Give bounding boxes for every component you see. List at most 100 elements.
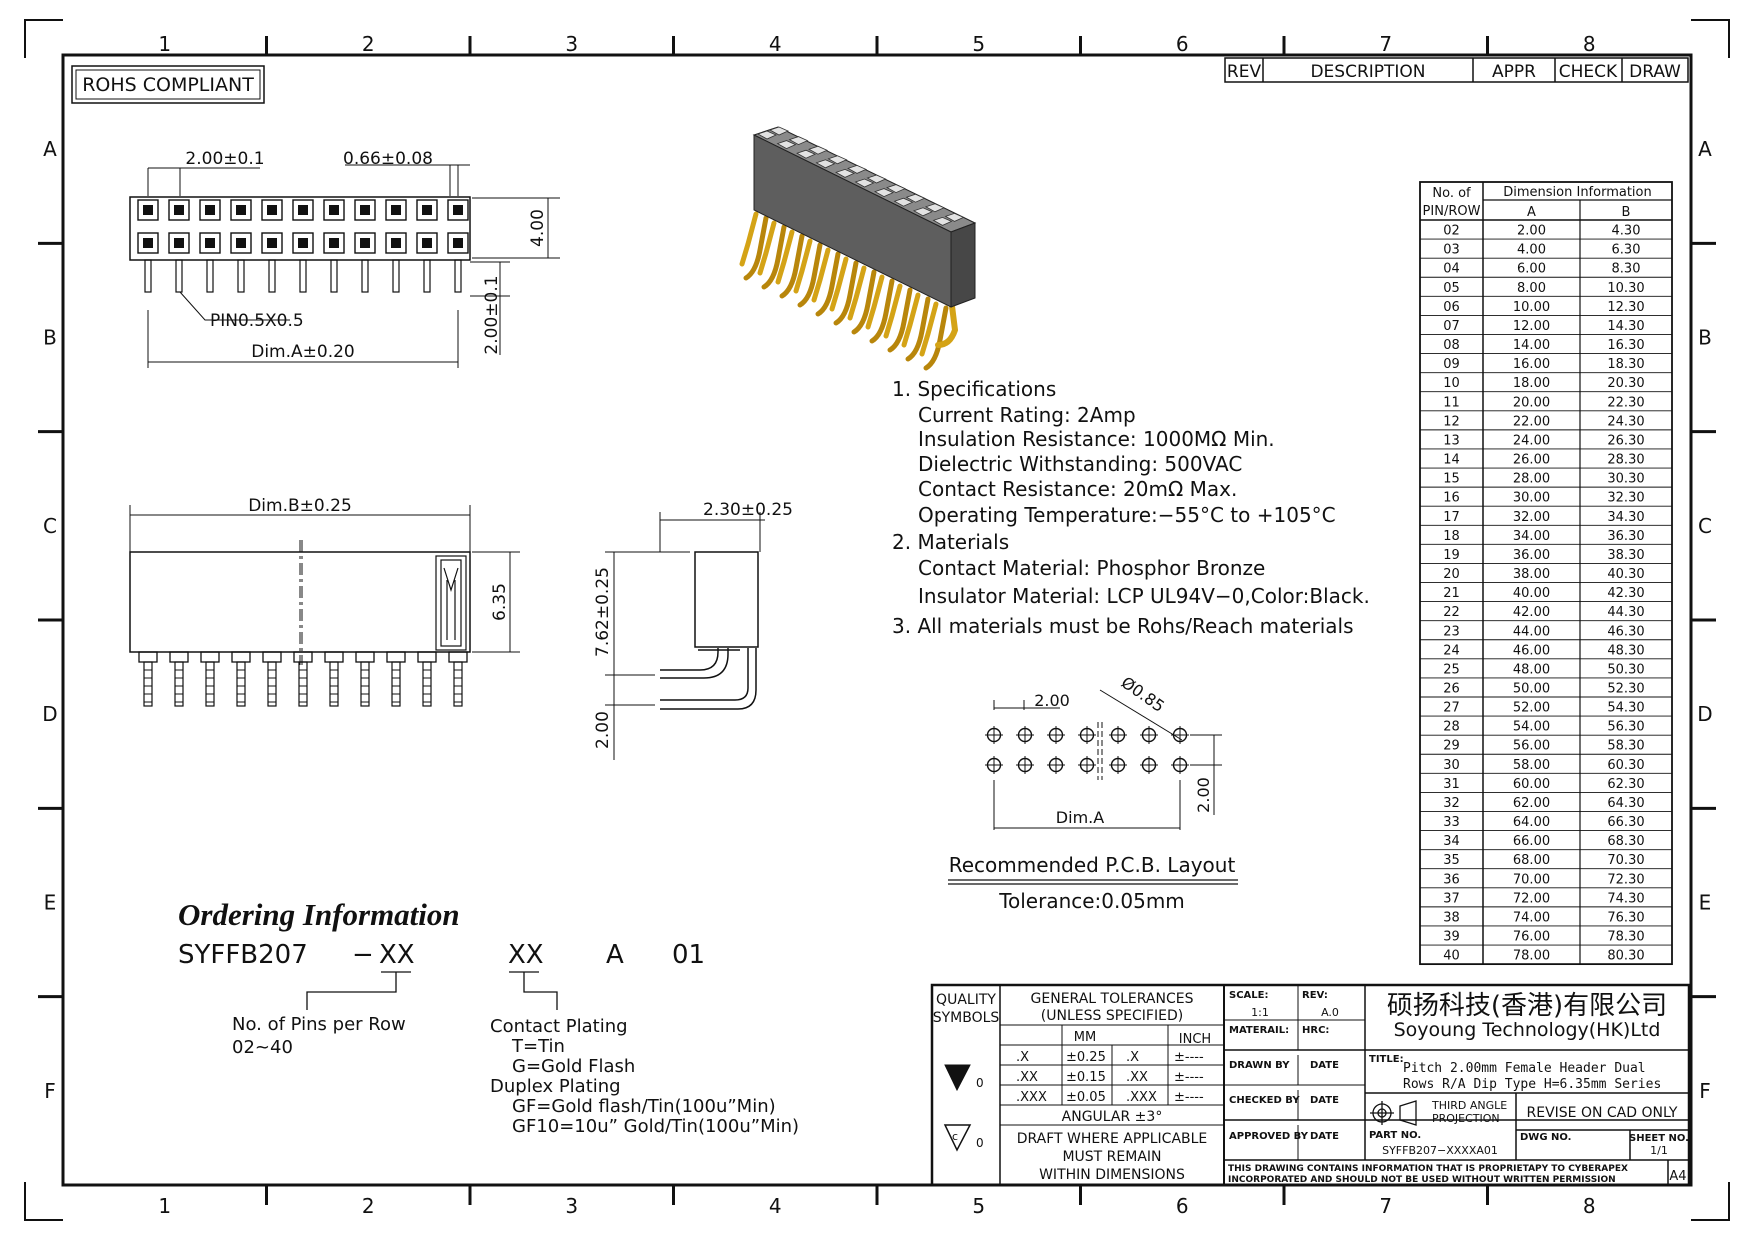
front-pin-collar — [417, 651, 437, 663]
table-cell-pins: 20 — [1443, 567, 1460, 582]
table-cell-b: 20.30 — [1607, 376, 1644, 391]
sheet-no-label: SHEET NO. — [1629, 1133, 1689, 1144]
table-cell-b: 28.30 — [1607, 453, 1644, 468]
surface-symbol-value-2: 0 — [976, 1136, 984, 1150]
pin-tail — [454, 259, 462, 293]
table-cell-a: 6.00 — [1517, 262, 1546, 277]
table-cell-b: 54.30 — [1607, 701, 1644, 716]
tolerance-cell: ±0.15 — [1066, 1070, 1106, 1085]
housing-hole — [905, 193, 926, 203]
gold-pin-rear — [905, 296, 931, 362]
tolerance-cell: ±0.05 — [1066, 1090, 1106, 1105]
contact-square — [385, 199, 407, 221]
table-cell-a: 2.00 — [1517, 224, 1546, 239]
title-block — [930, 983, 1691, 1187]
pcb-hole-label: Ø0.85 — [1118, 673, 1168, 716]
contact-square-core — [267, 205, 277, 215]
table-cell-pins: 17 — [1443, 510, 1460, 525]
zone-column-label: 5 — [972, 1194, 985, 1218]
zone-column-label: 8 — [1583, 1194, 1596, 1218]
tolerance-cell: .XXX — [1016, 1090, 1047, 1105]
table-cell-a: 22.00 — [1513, 414, 1550, 429]
zone-column-label: 3 — [565, 1194, 578, 1218]
table-cell-pins: 07 — [1443, 319, 1460, 334]
table-cell-b: 40.30 — [1607, 567, 1644, 582]
table-cell-pins: 23 — [1443, 624, 1460, 639]
corner-marks — [24, 19, 1730, 1221]
zone-row-label: A — [1698, 137, 1712, 161]
inch-header: INCH — [1179, 1032, 1211, 1047]
scale-label: SCALE: — [1229, 990, 1268, 1001]
table-cell-a: 4.00 — [1517, 243, 1546, 258]
rough-surface-icon — [943, 1124, 972, 1152]
table-cell-b: 8.30 — [1612, 262, 1641, 277]
gold-pins — [739, 211, 959, 371]
housing-hole — [808, 145, 828, 155]
housing-hole — [847, 164, 867, 174]
appr-header: APPR — [1492, 62, 1536, 82]
contact-square — [137, 199, 159, 221]
spec-line: Contact Resistance: 20mΩ Max. — [918, 477, 1237, 501]
zone-column-label: 4 — [769, 32, 782, 56]
scale-value: 1:1 — [1251, 1006, 1269, 1019]
table-cell-a: 10.00 — [1513, 300, 1550, 315]
contact-square-core — [205, 205, 215, 215]
table-cell-a: 48.00 — [1513, 662, 1550, 677]
table-cell-b: 36.30 — [1607, 529, 1644, 544]
table-cell-pins: 15 — [1443, 472, 1460, 487]
gold-pin — [847, 265, 867, 321]
front-view: Dim.B±0.25 6.35 — [129, 496, 520, 707]
housing-hole — [776, 140, 797, 150]
pin-tail — [144, 259, 152, 293]
gold-pin-rear — [887, 287, 913, 353]
front-pin — [453, 661, 463, 707]
spec-line: 2. Materials — [892, 530, 1009, 554]
table-cell-b: 12.30 — [1607, 300, 1644, 315]
table-cell-b: 56.30 — [1607, 720, 1644, 735]
table-cell-b: 70.30 — [1607, 853, 1644, 868]
tolerance-cell: ±0.25 — [1066, 1050, 1106, 1065]
table-cell-a: 40.00 — [1513, 586, 1550, 601]
table-cell-pins: 30 — [1443, 758, 1460, 773]
notice-line-2: INCORPORATED AND SHOULD NOT BE USED WITH… — [1228, 1175, 1616, 1185]
table-cell-a: 26.00 — [1513, 453, 1550, 468]
check-header: CHECK — [1559, 62, 1618, 82]
table-cell-a: 38.00 — [1513, 567, 1550, 582]
front-view-pins — [138, 651, 468, 707]
table-cell-b: 58.30 — [1607, 739, 1644, 754]
draft-line-3: WITHIN DIMENSIONS — [1039, 1167, 1185, 1183]
isometric-view — [739, 126, 977, 371]
contact-square-core — [143, 205, 153, 215]
tolerance-rows: .X±0.25.X±----.XX±0.15.XX±----.XXX±0.05.… — [1016, 1050, 1204, 1105]
table-header-pins: No. of — [1432, 186, 1471, 201]
contact-square — [199, 232, 221, 254]
gold-pin — [739, 211, 759, 267]
contact-square — [447, 199, 469, 221]
contact-square-core — [298, 205, 308, 215]
contact-square-core — [143, 238, 153, 248]
housing-hole — [835, 168, 855, 178]
table-cell-pins: 02 — [1443, 224, 1460, 239]
contact-square-core — [298, 238, 308, 248]
table-cell-pins: 31 — [1443, 777, 1460, 792]
rohs-label: ROHS COMPLIANT — [82, 74, 254, 96]
title-line-2: Rows R/A Dip Type H=6.35mm Series — [1403, 1077, 1661, 1092]
symbols-label: SYMBOLS — [933, 1010, 1000, 1026]
zone-row-label: D — [42, 702, 57, 726]
table-cell-b: 30.30 — [1607, 472, 1644, 487]
table-cell-pins: 27 — [1443, 701, 1460, 716]
table-frame — [1419, 181, 1673, 966]
company-name-cn: 硕扬科技(香港)有限公司 — [1387, 991, 1667, 1021]
revision-block — [1224, 57, 1689, 83]
contact-square-core — [391, 238, 401, 248]
revise-on-cad-only: REVISE ON CAD ONLY — [1527, 1105, 1678, 1121]
title-label: TITLE: — [1369, 1054, 1404, 1065]
table-cell-a: 58.00 — [1513, 758, 1550, 773]
table-cell-pins: 25 — [1443, 662, 1460, 677]
table-cell-b: 46.30 — [1607, 624, 1644, 639]
zone-column-label: 3 — [565, 32, 578, 56]
zone-row-label: B — [1698, 326, 1712, 350]
table-cell-a: 18.00 — [1513, 376, 1550, 391]
housing-hole — [866, 174, 887, 184]
